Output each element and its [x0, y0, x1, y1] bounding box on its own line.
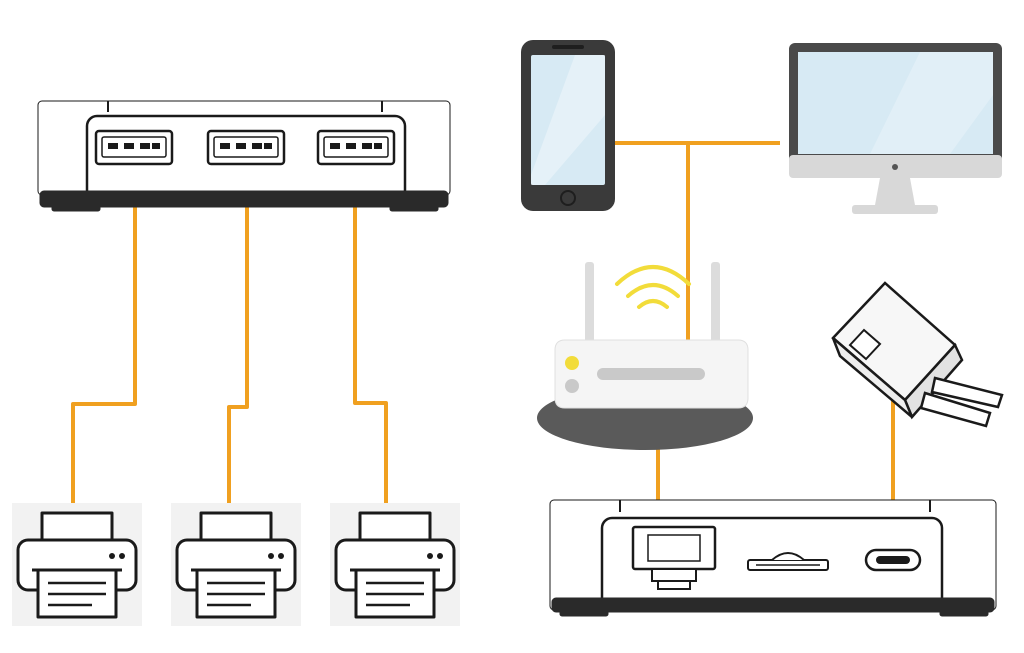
wire-usb2-printer2	[227, 160, 249, 510]
monitor-icon	[789, 43, 1002, 214]
ethernet-port-icon	[631, 525, 717, 590]
router-icon	[537, 262, 753, 450]
power-adapter-icon	[831, 281, 1004, 428]
usb-c-port-icon	[864, 548, 922, 572]
sd-card-slot-icon	[747, 552, 829, 571]
printer-icon	[12, 503, 142, 626]
usb-port-icon	[94, 129, 174, 166]
smartphone-icon	[521, 40, 615, 211]
usb-port-icon	[206, 129, 286, 166]
wire-usb3-printer3	[353, 160, 388, 510]
usb-port-icon	[316, 129, 396, 166]
wire-usb1-printer1	[71, 160, 137, 508]
printer-icon	[171, 503, 301, 626]
printer-icon	[330, 503, 460, 626]
wifi-icon	[615, 265, 691, 309]
